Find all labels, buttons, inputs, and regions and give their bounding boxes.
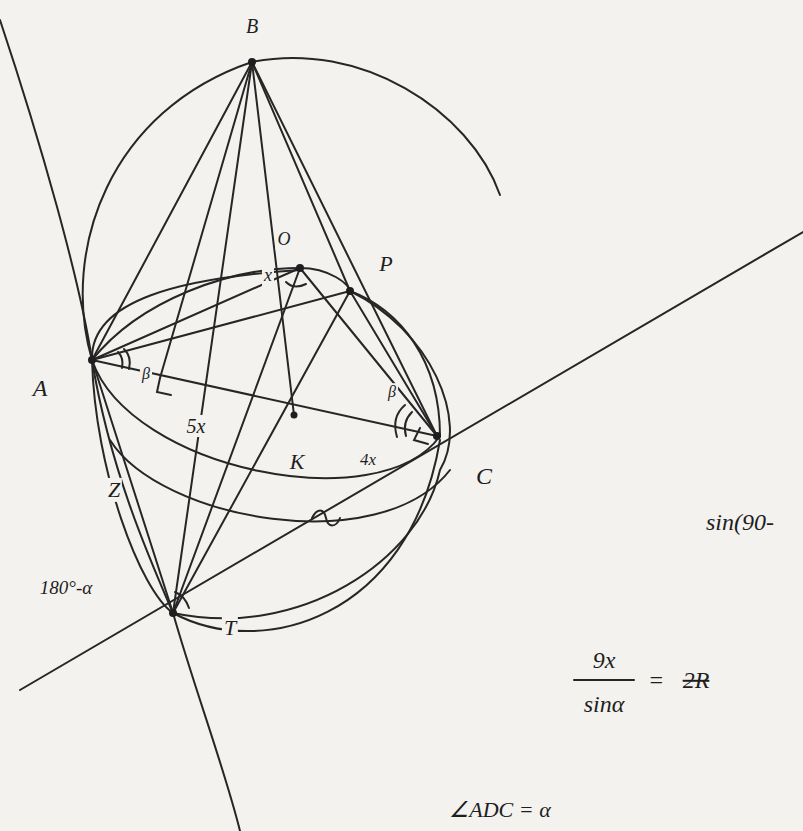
angle-arc — [175, 592, 189, 608]
angle-arc — [405, 412, 412, 436]
arc-lower-2 — [110, 440, 450, 521]
point-label: sinα — [582, 691, 627, 717]
point-label: A — [31, 375, 50, 401]
segment-BP — [252, 62, 350, 291]
point-label: O — [276, 230, 293, 250]
circle-ATC — [92, 360, 440, 631]
fraction-bar — [574, 679, 634, 681]
point-label: C — [474, 463, 494, 489]
point-label: ∠ADC = α — [447, 798, 552, 822]
point — [88, 356, 96, 364]
segment-BT — [173, 62, 252, 613]
angle-arc — [395, 405, 405, 437]
point-label: 4x — [358, 451, 378, 470]
point — [291, 412, 298, 419]
point-label: 2R — [681, 667, 712, 693]
point-label: B — [244, 15, 260, 37]
point-label: Z — [106, 478, 122, 502]
points — [88, 58, 441, 617]
figure-lines — [0, 20, 803, 831]
segment-OC — [300, 268, 437, 436]
point — [296, 264, 304, 272]
segment-BC — [252, 62, 437, 436]
point-label: x — [262, 266, 274, 286]
arc-PT — [173, 291, 450, 618]
arc-AC-lower — [92, 360, 440, 478]
segment-B-foot — [160, 62, 252, 378]
arc-AOPC — [92, 268, 440, 436]
arc-mark — [312, 511, 340, 526]
segment-AP — [92, 291, 350, 360]
circumcircle — [83, 58, 500, 360]
point-label: = — [646, 667, 666, 693]
point-label: sin(90- — [704, 509, 776, 535]
segment-OT — [173, 268, 300, 613]
point-label: 180°-α — [38, 578, 94, 599]
point — [433, 432, 441, 440]
point-label: K — [288, 450, 307, 474]
right-angle-mark — [414, 428, 428, 444]
angle-arc — [286, 282, 306, 287]
point — [169, 609, 177, 617]
point-label: P — [377, 252, 394, 276]
segment-AT — [92, 360, 173, 613]
line-through-T-C — [20, 232, 803, 690]
angle-arc — [118, 352, 123, 368]
point — [346, 287, 354, 295]
point-label: β — [140, 365, 152, 383]
segment-PT — [173, 291, 350, 613]
segment-BK — [252, 62, 294, 415]
point-label: T — [222, 616, 238, 640]
segment-PC — [350, 291, 437, 436]
point-label: 5x — [185, 415, 208, 437]
point — [248, 58, 256, 66]
line-through-A-T — [0, 20, 240, 831]
point-label: 9x — [591, 647, 618, 673]
segment-BA — [92, 62, 252, 360]
angle-arc — [124, 349, 130, 369]
point-label: β — [386, 383, 398, 401]
right-angle-mark — [157, 378, 171, 395]
